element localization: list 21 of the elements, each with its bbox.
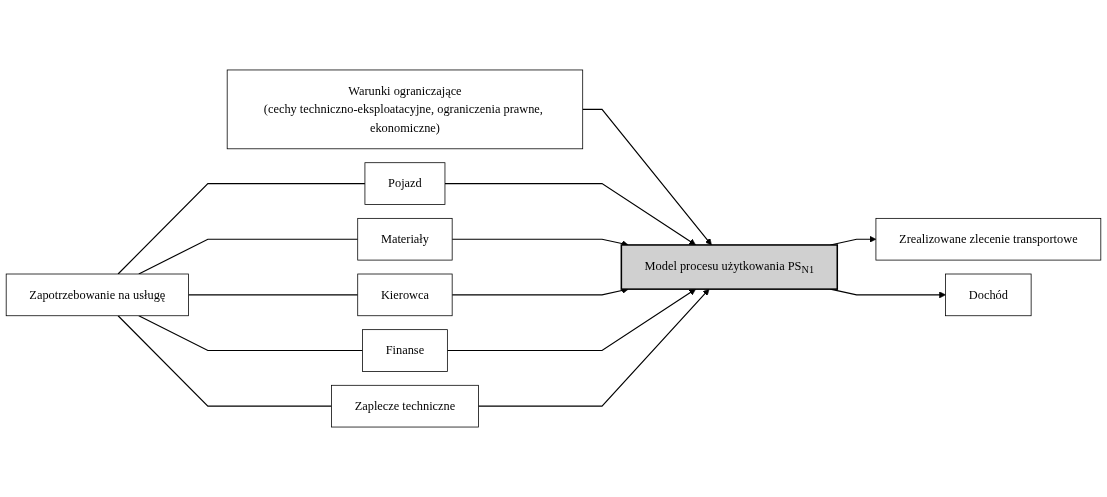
arrow bbox=[444, 183, 696, 246]
arrow bbox=[451, 287, 629, 296]
node-box: Dochód bbox=[945, 273, 1032, 317]
arrow bbox=[582, 108, 712, 246]
connector bbox=[117, 315, 333, 407]
arrow bbox=[477, 288, 710, 407]
arrow bbox=[451, 238, 629, 247]
node-box: Zaplecze techniczne bbox=[331, 384, 479, 428]
connector bbox=[117, 183, 366, 275]
connector bbox=[187, 294, 359, 296]
node-box: Kierowca bbox=[357, 273, 453, 317]
node-box: Finanse bbox=[362, 329, 448, 372]
node-box: Warunki ograniczające (cechy techniczno-eksploatacyjne, ograniczenia prawne, ekonomiczne) bbox=[226, 69, 584, 150]
connector bbox=[138, 238, 359, 275]
node-box: Model procesu użytkowania PS$_{N1}$ bbox=[620, 244, 839, 290]
node-box: Zapotrzebowanie na usługę bbox=[5, 273, 189, 317]
arrow bbox=[446, 288, 696, 352]
connector bbox=[138, 315, 364, 352]
node-box: Pojazd bbox=[364, 162, 446, 205]
node-box: Zrealizowane zlecenie transportowe bbox=[875, 217, 1102, 261]
node-box: Materiały bbox=[357, 217, 453, 261]
